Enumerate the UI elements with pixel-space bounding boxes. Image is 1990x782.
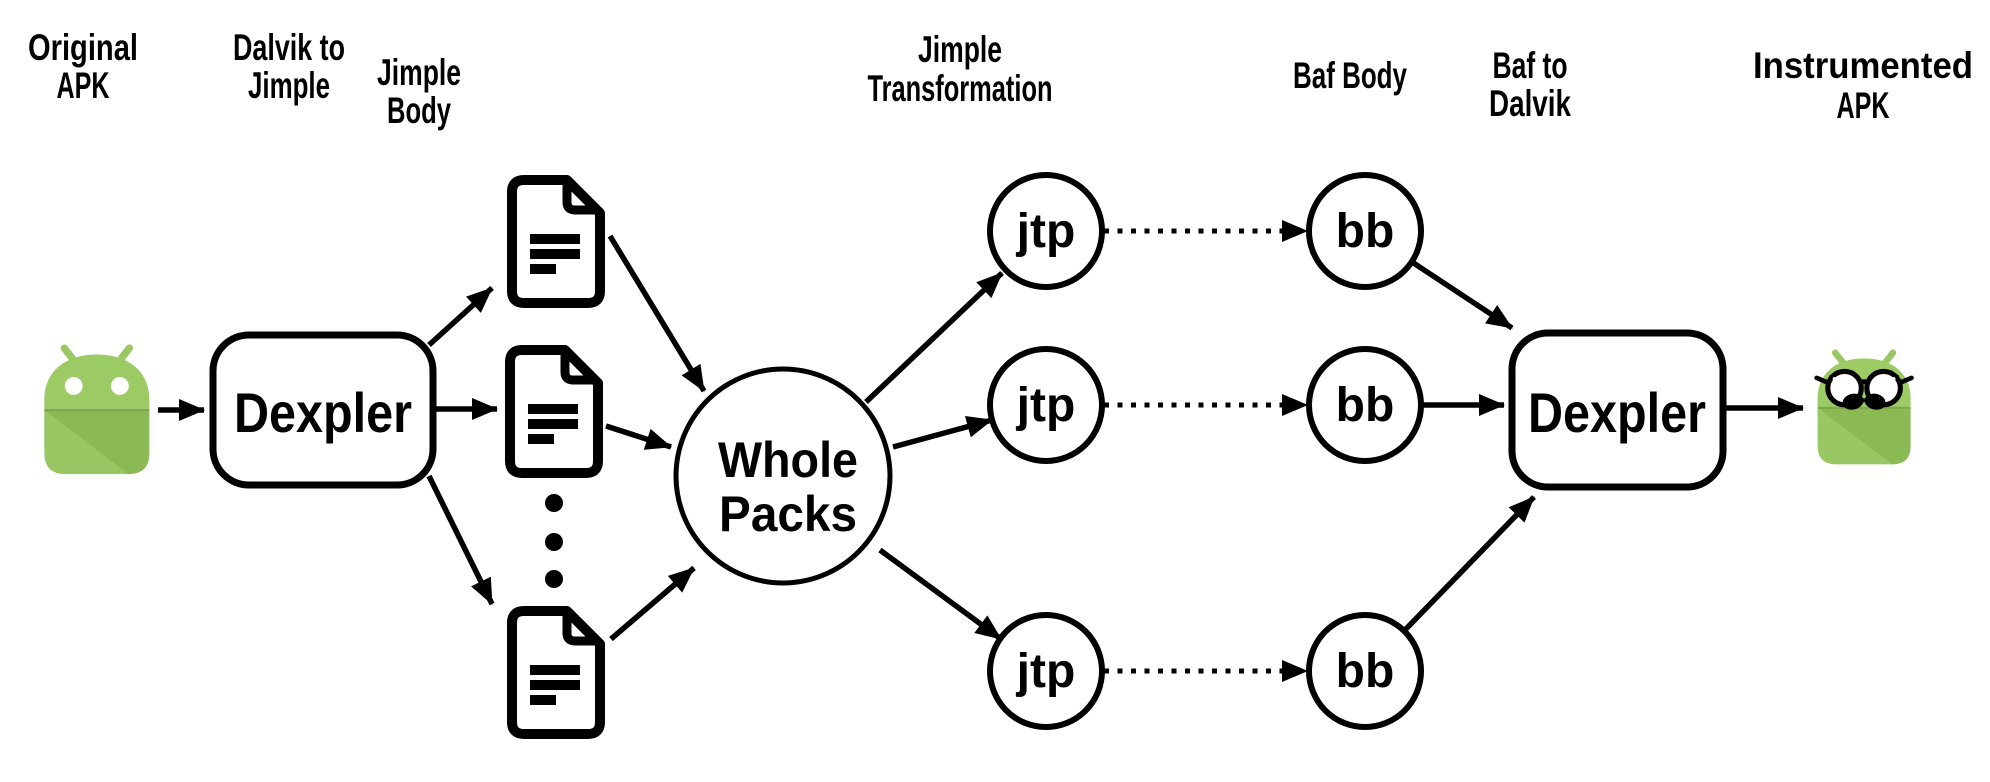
jtp-bottom-label: jtp xyxy=(1016,645,1076,698)
ellipsis-dot xyxy=(545,494,563,512)
glasses-icon xyxy=(1814,368,1914,408)
arrow-doc-middle-to-wholepacks xyxy=(605,423,672,450)
stage-label-jimple-transformation: Jimple Transformation xyxy=(868,29,1053,109)
jtp-middle-circle xyxy=(987,346,1105,464)
bb-bottom-label: bb xyxy=(1336,645,1395,698)
stage-label-baf-to-dalvik: Baf to Dalvik xyxy=(1489,45,1571,124)
jtp-bottom-circle xyxy=(987,612,1105,730)
document-icon xyxy=(512,611,600,734)
label-baf-body: Baf Body xyxy=(1293,55,1407,96)
label-original-apk-line1: Original xyxy=(28,27,138,68)
jtp-middle-label: jtp xyxy=(1016,379,1076,432)
label-jimple-transformation-line1: Jimple xyxy=(918,29,1002,70)
label-baf-to-dalvik-line2: Dalvik xyxy=(1489,83,1571,124)
arrow-doc-top-to-wholepacks xyxy=(607,234,707,393)
label-jimple-body-line1: Jimple xyxy=(377,52,461,93)
glasses-stud xyxy=(1832,377,1836,381)
dexpler-left-box xyxy=(209,331,437,489)
dexpler-left-node: Dexpler xyxy=(209,331,437,489)
document-icon xyxy=(510,350,598,473)
glasses-arm-right xyxy=(1898,375,1914,385)
label-baf-to-dalvik-line1: Baf to xyxy=(1493,45,1568,86)
glasses-stud xyxy=(1892,377,1896,381)
arrow-bb-bottom-to-dexpler xyxy=(1402,495,1536,633)
glasses-arm-left xyxy=(1814,375,1831,385)
stage-label-baf-body: Baf Body xyxy=(1293,55,1407,96)
jtp-nodes: jtp jtp jtp xyxy=(987,172,1105,730)
label-instrumented-apk-line1: Instrumented xyxy=(1753,45,1973,86)
bb-nodes: bb bb bb xyxy=(1306,172,1424,730)
arrow-dexpler-to-doc-top xyxy=(427,285,494,348)
stage-label-instrumented-apk: Instrumented APK xyxy=(1753,45,1973,126)
mustache-icon xyxy=(1842,393,1886,410)
bb-middle-circle xyxy=(1306,346,1424,464)
bb-middle-label: bb xyxy=(1336,379,1395,432)
label-jimple-transformation-line2: Transformation xyxy=(868,68,1053,109)
stage-label-jimple-body: Jimple Body xyxy=(377,52,461,131)
arrows xyxy=(158,220,1804,682)
label-original-apk-line2: APK xyxy=(57,65,110,106)
label-dalvik-to-jimple-line2: Jimple xyxy=(248,65,330,106)
whole-packs-node: Whole Packs xyxy=(673,366,893,586)
label-dalvik-to-jimple-line1: Dalvik to xyxy=(233,27,345,68)
vertical-ellipsis-icon xyxy=(545,494,563,588)
dexpler-right-label: Dexpler xyxy=(1528,381,1706,444)
whole-packs-circle xyxy=(673,366,893,586)
jtp-top-circle xyxy=(987,172,1105,290)
ellipsis-dot xyxy=(545,570,563,588)
bb-top-circle xyxy=(1306,172,1424,290)
arrow-wholepacks-to-jtp-middle xyxy=(892,415,993,450)
arrow-wholepacks-to-jtp-top xyxy=(864,271,1004,404)
dexpler-left-label: Dexpler xyxy=(234,381,412,444)
label-instrumented-apk-line2: APK xyxy=(1837,85,1890,126)
dexpler-right-box xyxy=(1508,329,1727,491)
bb-bottom-circle xyxy=(1306,612,1424,730)
ellipsis-dot xyxy=(545,533,563,551)
document-icon xyxy=(512,180,600,303)
label-jimple-body-line2: Body xyxy=(387,90,451,131)
arrow-dexpler-to-doc-bottom xyxy=(426,474,495,606)
glasses-bridge xyxy=(1857,379,1871,387)
arrow-wholepacks-to-jtp-bottom xyxy=(878,547,1003,642)
jimple-body-documents xyxy=(510,180,600,734)
stage-label-original-apk: Original APK xyxy=(28,27,138,106)
whole-packs-label-line2: Packs xyxy=(719,486,857,542)
whole-packs-label-line1: Whole xyxy=(718,432,858,488)
instrumented-apk-android-icon xyxy=(1814,353,1914,465)
arrow-bb-top-to-dexpler xyxy=(1410,259,1514,331)
stage-label-dalvik-to-jimple: Dalvik to Jimple xyxy=(233,27,345,106)
jtp-top-label: jtp xyxy=(1016,205,1076,258)
bb-top-label: bb xyxy=(1336,205,1395,258)
original-apk-android-icon xyxy=(44,348,149,474)
arrow-doc-bottom-to-wholepacks xyxy=(609,565,696,642)
dexpler-right-node: Dexpler xyxy=(1508,329,1727,491)
